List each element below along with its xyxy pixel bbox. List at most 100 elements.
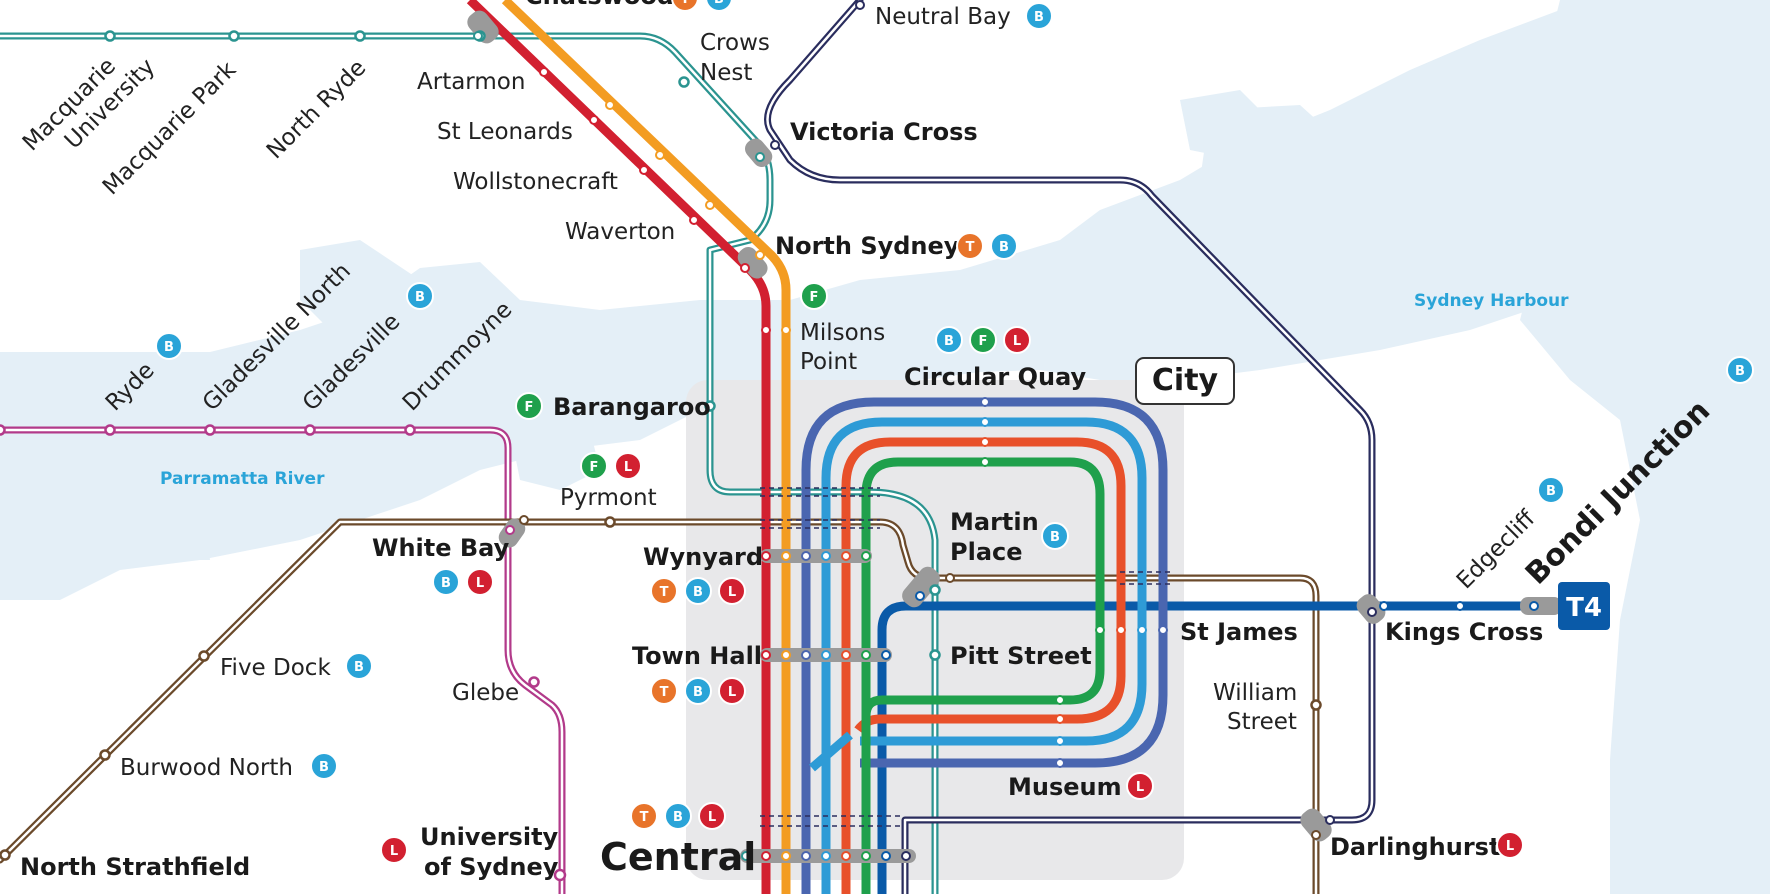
station-wollstonecraft[interactable]: Wollstonecraft: [453, 169, 618, 195]
bus-mode-icon: [310, 752, 338, 780]
ferry-mode-icon: [515, 392, 543, 420]
bus-mode-icon-letter: B: [1735, 364, 1745, 379]
station-town-hall[interactable]: Town Hall: [632, 642, 762, 670]
mode-badges: TBBTBFBFLBBFFLBLTBLBBBTBLBBLLTBLL: [155, 0, 1754, 864]
station-william-street-line1[interactable]: William: [1213, 680, 1297, 706]
station-dots: [0, 0, 1539, 882]
train-mode-icon: [630, 802, 658, 830]
orange-line: [501, 0, 791, 894]
station-chatswood[interactable]: Chatswood: [525, 0, 674, 10]
station-milsons-point-line2[interactable]: Point: [800, 349, 857, 375]
green-loop-line: [861, 457, 1105, 894]
station-milsons-point-line1[interactable]: Milsons: [800, 320, 885, 346]
light-rail-mode-icon-letter: L: [390, 844, 398, 859]
connection-dashes: [760, 487, 1170, 827]
station-martin-place-line1[interactable]: Martin: [950, 508, 1039, 536]
ferry-mode-icon: [969, 326, 997, 354]
light-rail-mode-icon-letter: L: [1506, 839, 1514, 854]
station-darlinghurst[interactable]: Darlinghurst: [1330, 833, 1500, 861]
light-rail-mode-icon: [1003, 326, 1031, 354]
station-kings-cross[interactable]: Kings Cross: [1385, 618, 1543, 646]
navy-line: [764, 0, 1376, 894]
station-waverton[interactable]: Waverton: [565, 219, 675, 245]
station-william-street-line2[interactable]: Street: [1227, 709, 1297, 735]
light-rail-mode-icon: [1126, 772, 1154, 800]
northern-bay: [1180, 90, 1280, 160]
iron-cove: [300, 240, 420, 340]
station-pitt-street[interactable]: Pitt Street: [950, 642, 1092, 670]
ferry-mode-icon: [800, 282, 828, 310]
bus-mode-icon: [1025, 2, 1053, 30]
bus-mode-icon-letter: B: [693, 685, 703, 700]
station-st-leonards[interactable]: St Leonards: [437, 119, 573, 145]
station-victoria-cross[interactable]: Victoria Cross: [790, 118, 978, 146]
station-edgecliff[interactable]: Edgecliff: [1452, 505, 1541, 594]
t4-badge-text: T4: [1566, 593, 1602, 623]
train-mode-icon-letter: T: [660, 585, 669, 600]
blue-city-stub: [809, 731, 853, 772]
navy-blue-loop-line: [801, 397, 1168, 894]
light-rail-mode-icon: [614, 452, 642, 480]
eastern-harbour: [1520, 0, 1770, 894]
station-university-of-sydney-line1[interactable]: University: [420, 823, 559, 851]
station-crows-nest-line1[interactable]: Crows: [700, 30, 770, 56]
bus-mode-icon: [684, 577, 712, 605]
station-university-of-sydney-line2[interactable]: of Sydney: [424, 853, 559, 881]
station-glebe[interactable]: Glebe: [452, 680, 519, 706]
station-central[interactable]: Central: [600, 835, 756, 879]
light-rail-mode-icon: [718, 677, 746, 705]
station-wynyard[interactable]: Wynyard: [643, 543, 763, 571]
station-five-dock[interactable]: Five Dock: [220, 655, 331, 681]
train-mode-icon-letter: T: [966, 240, 975, 255]
station-st-james[interactable]: St James: [1180, 618, 1298, 646]
station-martin-place-line2[interactable]: Place: [950, 538, 1023, 566]
light-rail-mode-icon: [698, 802, 726, 830]
bus-mode-icon-letter: B: [673, 810, 683, 825]
train-mode-icon: [956, 232, 984, 260]
light-rail-mode-icon-letter: L: [624, 460, 632, 475]
bus-mode-icon-letter: B: [354, 660, 364, 675]
bus-mode-icon: [990, 232, 1018, 260]
station-barangaroo[interactable]: Barangaroo: [553, 393, 711, 421]
train-mode-icon: [650, 677, 678, 705]
station-north-strathfield[interactable]: North Strathfield: [20, 853, 250, 881]
bus-mode-icon-letter: B: [441, 576, 451, 591]
light-rail-mode-icon: [380, 836, 408, 864]
teal-line: [0, 32, 939, 894]
station-circular-quay[interactable]: Circular Quay: [904, 363, 1087, 391]
ferry-mode-icon-letter: F: [810, 290, 819, 305]
bus-mode-icon: [406, 282, 434, 310]
light-rail-mode-icon-letter: L: [476, 576, 484, 591]
sky-loop-line: [821, 417, 1147, 894]
light-rail-mode-icon-letter: L: [728, 685, 736, 700]
station-burwood-north[interactable]: Burwood North: [120, 755, 293, 781]
station-pyrmont[interactable]: Pyrmont: [560, 485, 657, 511]
bus-mode-icon: [705, 0, 733, 12]
bus-mode-icon-letter: B: [693, 585, 703, 600]
bus-mode-icon-letter: B: [415, 290, 425, 305]
ferry-mode-icon: [580, 452, 608, 480]
t4-line: [877, 601, 1550, 894]
station-neutral-bay[interactable]: Neutral Bay: [875, 4, 1011, 30]
bus-mode-icon-letter: B: [944, 334, 954, 349]
bus-mode-icon: [345, 652, 373, 680]
light-rail-mode-icon: [466, 568, 494, 596]
station-crows-nest-line2[interactable]: Nest: [700, 60, 752, 86]
train-mode-icon: [650, 577, 678, 605]
city-zone-text: City: [1152, 363, 1219, 398]
station-museum[interactable]: Museum: [1008, 773, 1122, 801]
bus-mode-icon: [664, 802, 692, 830]
pyrmont-bay: [510, 430, 600, 490]
station-white-bay[interactable]: White Bay: [372, 534, 510, 562]
train-mode-icon: [671, 0, 699, 12]
station-north-sydney[interactable]: North Sydney: [775, 232, 960, 260]
light-rail-mode-icon-letter: L: [708, 810, 716, 825]
t4-line-badge[interactable]: T4: [1558, 582, 1610, 630]
bus-mode-icon: [935, 326, 963, 354]
light-rail-mode-icon: [1496, 831, 1524, 859]
station-north-ryde[interactable]: North Ryde: [262, 55, 371, 164]
train-mode-icon-letter: T: [681, 0, 690, 7]
city-zone-label: City: [1135, 357, 1235, 405]
station-artarmon[interactable]: Artarmon: [417, 69, 525, 95]
